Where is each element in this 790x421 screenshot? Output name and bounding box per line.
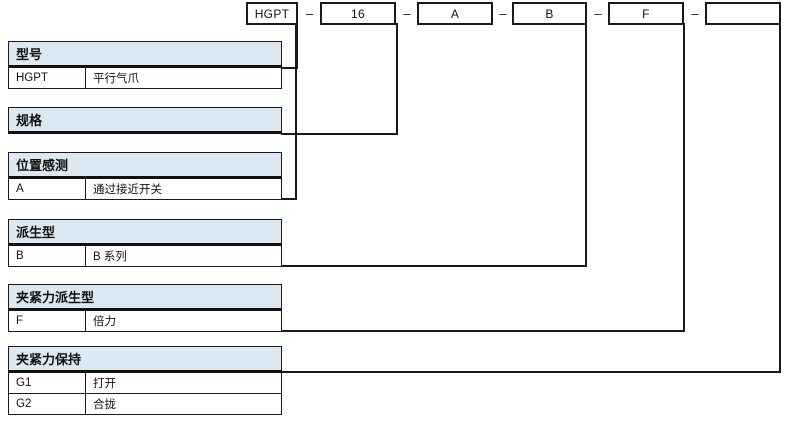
leader-clamp-force-retain-horizontal bbox=[281, 371, 781, 373]
code-box-size-label: 16 bbox=[351, 6, 365, 21]
spec-table-model-header: 型号 bbox=[8, 41, 282, 68]
code-box-position-sensing-label: A bbox=[450, 6, 460, 21]
spec-table-size-header: 规格 bbox=[8, 107, 282, 134]
spec-table-size: 规格 bbox=[8, 107, 282, 134]
code-separator-5: – bbox=[685, 2, 705, 25]
row-code: A bbox=[9, 179, 86, 199]
spec-table-position-sensing-header: 位置感测 bbox=[8, 152, 282, 179]
spec-table-clamp-force-retain-header: 夹紧力保持 bbox=[8, 346, 282, 373]
code-box-clamp-force-type-label: F bbox=[642, 6, 650, 21]
spec-table-clamp-force-retain-header-label: 夹紧力保持 bbox=[16, 352, 82, 367]
code-box-size[interactable]: 16 bbox=[320, 2, 396, 25]
spec-table-clamp-force-type-header: 夹紧力派生型 bbox=[8, 284, 282, 311]
code-separator-4-glyph: – bbox=[594, 6, 602, 21]
leader-size-horizontal bbox=[281, 133, 398, 135]
spec-table-clamp-force-type: 夹紧力派生型 F 倍力 bbox=[8, 284, 282, 332]
spec-table-position-sensing: 位置感测 A 通过接近开关 bbox=[8, 152, 282, 200]
leader-clamp-force-type-vertical bbox=[683, 23, 685, 331]
code-box-derivative-label: B bbox=[545, 6, 554, 21]
code-separator-3: – bbox=[494, 2, 512, 25]
row-description: B 系列 bbox=[93, 251, 127, 263]
leader-derivative-vertical bbox=[585, 23, 587, 266]
spec-table-clamp-force-retain: 夹紧力保持 G1 打开 G2 合拢 bbox=[8, 346, 282, 415]
code-box-model[interactable]: HGPT bbox=[246, 2, 298, 25]
leader-clamp-force-type-horizontal bbox=[281, 330, 685, 332]
leader-derivative-horizontal bbox=[281, 265, 587, 267]
code-box-derivative[interactable]: B bbox=[512, 2, 587, 25]
row-description: 通过接近开关 bbox=[93, 184, 162, 196]
row-code: G2 bbox=[9, 394, 86, 414]
row-code: G1 bbox=[9, 373, 86, 393]
leader-position-sensing-horizontal bbox=[281, 198, 297, 200]
spec-table-clamp-force-type-header-label: 夹紧力派生型 bbox=[16, 290, 95, 305]
spec-table-derivative-header: 派生型 bbox=[8, 219, 282, 246]
row-description: 倍力 bbox=[93, 316, 116, 328]
table-row[interactable]: G2 合拢 bbox=[8, 394, 282, 415]
spec-table-model-header-label: 型号 bbox=[16, 47, 43, 62]
spec-table-model: 型号 HGPT 平行气爪 bbox=[8, 41, 282, 89]
code-separator-4: – bbox=[588, 2, 608, 25]
row-description: 合拢 bbox=[93, 399, 116, 411]
spec-table-derivative: 派生型 B B 系列 bbox=[8, 219, 282, 267]
table-row[interactable]: HGPT 平行气爪 bbox=[8, 68, 282, 89]
spec-table-size-header-label: 规格 bbox=[16, 113, 43, 128]
table-row[interactable]: A 通过接近开关 bbox=[8, 179, 282, 200]
leader-position-sensing-vertical bbox=[295, 25, 297, 199]
code-box-clamp-force-retain[interactable] bbox=[705, 2, 781, 25]
code-box-position-sensing[interactable]: A bbox=[417, 2, 493, 25]
row-description: 打开 bbox=[93, 378, 116, 390]
table-row[interactable]: B B 系列 bbox=[8, 246, 282, 267]
leader-clamp-force-retain-vertical bbox=[779, 23, 781, 372]
spec-table-derivative-header-label: 派生型 bbox=[16, 225, 56, 240]
spec-table-position-sensing-header-label: 位置感测 bbox=[16, 158, 69, 173]
code-separator-1-glyph: – bbox=[305, 6, 314, 21]
table-row[interactable]: F 倍力 bbox=[8, 311, 282, 332]
row-description: 平行气爪 bbox=[93, 73, 139, 85]
code-separator-5-glyph: – bbox=[691, 6, 699, 21]
row-code: F bbox=[9, 311, 86, 331]
code-box-model-label: HGPT bbox=[254, 6, 290, 21]
code-box-clamp-force-type[interactable]: F bbox=[608, 2, 684, 25]
row-code: B bbox=[9, 246, 86, 266]
code-separator-1: – bbox=[299, 2, 320, 25]
leader-size-vertical bbox=[396, 23, 398, 134]
leader-model-vertical bbox=[296, 23, 298, 68]
code-separator-2: – bbox=[397, 2, 417, 25]
leader-model-horizontal bbox=[281, 67, 298, 69]
code-separator-2-glyph: – bbox=[403, 6, 411, 21]
row-code: HGPT bbox=[9, 68, 86, 88]
code-separator-3-glyph: – bbox=[499, 6, 507, 21]
table-row[interactable]: G1 打开 bbox=[8, 373, 282, 394]
